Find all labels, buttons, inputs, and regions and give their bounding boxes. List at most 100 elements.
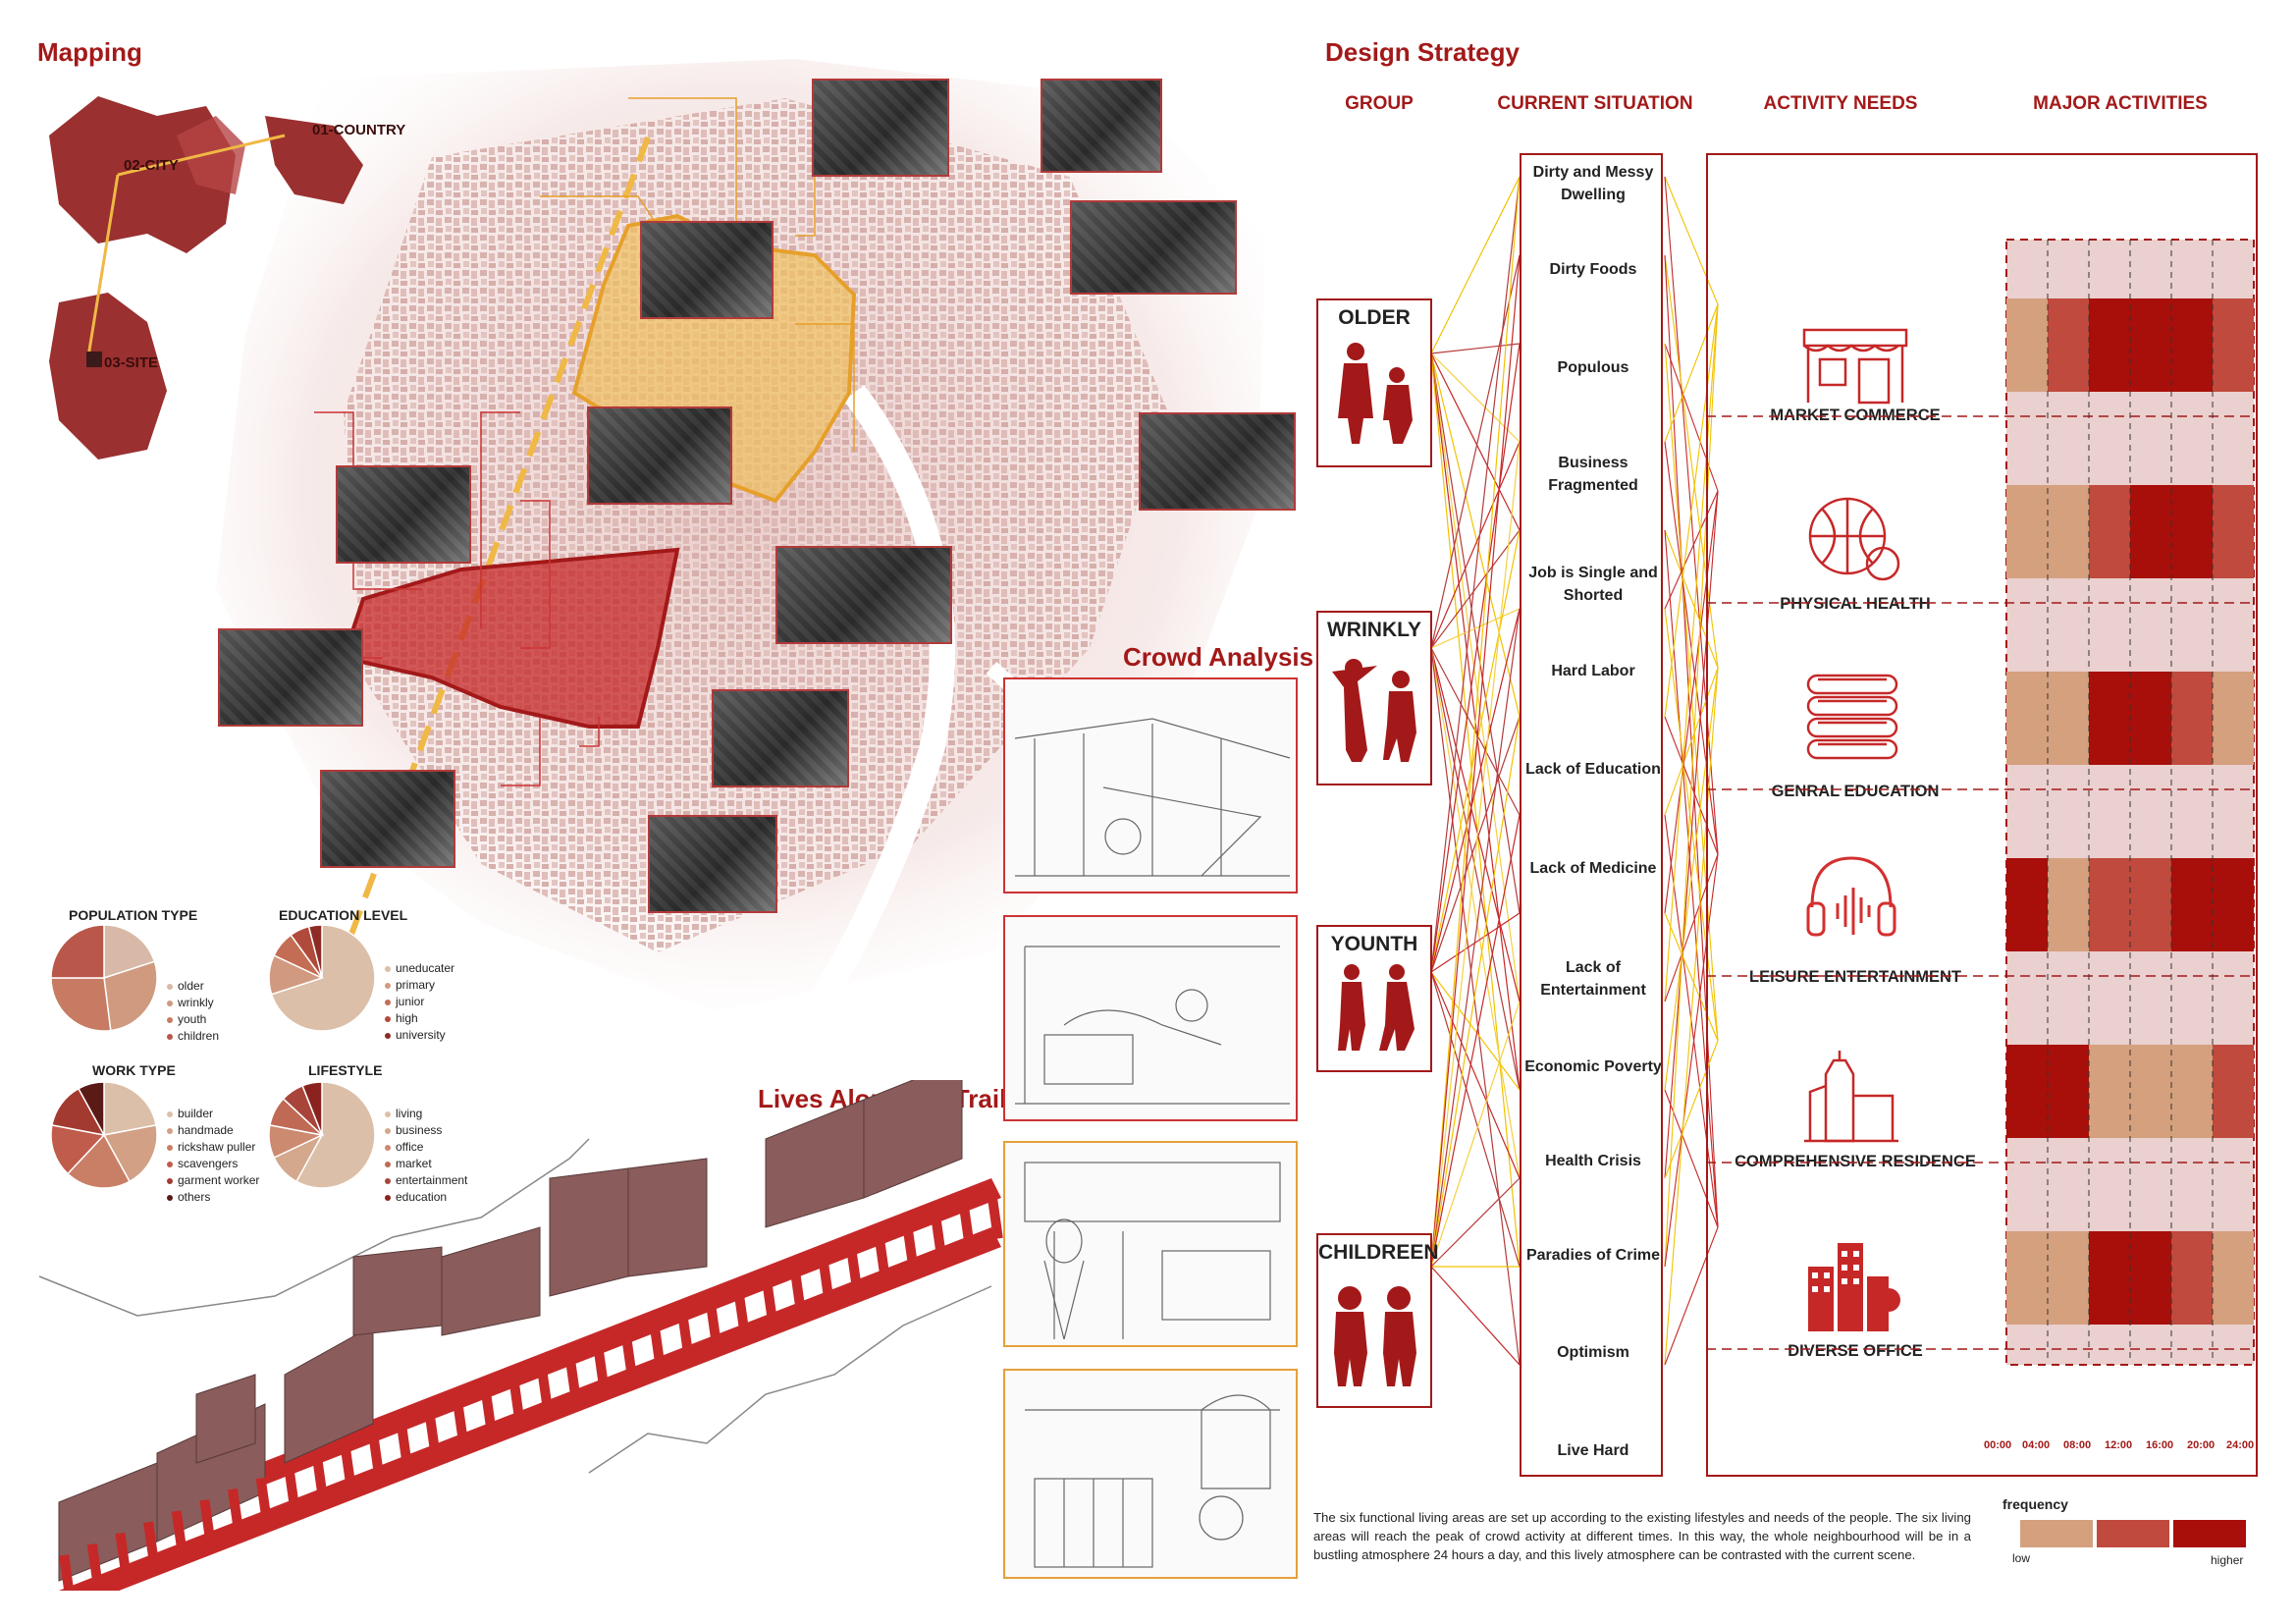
connection-line: [1430, 971, 1521, 1091]
legend-dot: [167, 1161, 173, 1167]
legend-label: garment worker: [178, 1173, 260, 1187]
books-icon: [1806, 674, 1898, 760]
connection-line: [1430, 971, 1521, 1268]
group-younth: YOUNTH: [1316, 925, 1432, 1072]
time-label: 20:00: [2187, 1439, 2216, 1451]
activity-label: PHYSICAL HEALTH: [1780, 595, 1931, 613]
pie-slice: [50, 924, 105, 979]
legend-label: others: [178, 1190, 211, 1204]
heatmap-cell: [2130, 672, 2171, 765]
track-sleeper: [987, 1191, 1003, 1240]
track-sleeper: [930, 1213, 947, 1262]
heatmap-cell: [2006, 1231, 2048, 1325]
connection-line: [1430, 254, 1521, 1268]
connection-line: [1430, 176, 1521, 1268]
situation-item: Economic Poverty: [1524, 1058, 1662, 1075]
sketch-shop-interior: [1003, 1141, 1298, 1347]
site-label: 03-SITE: [104, 354, 159, 371]
pie-slice: [294, 1081, 376, 1189]
legend-dot: [385, 1194, 391, 1201]
heatmap-cell: [2213, 298, 2254, 392]
legend-label: university: [396, 1028, 446, 1042]
situation-column-box: [1520, 153, 1663, 1477]
legend-dot: [385, 1127, 391, 1134]
track-sleeper: [311, 1455, 329, 1504]
activity-needs-box: [1706, 153, 2258, 1477]
connection-line: [1664, 1226, 1719, 1366]
legend-item: youth: [167, 1011, 219, 1028]
legend-item: children: [167, 1028, 219, 1045]
legend-label: uneducater: [396, 961, 455, 975]
track-sleeper: [143, 1521, 160, 1570]
heatmap-cell: [2006, 1045, 2048, 1138]
situation-item: Live Hard: [1557, 1442, 1629, 1459]
connection-line: [1664, 490, 1719, 914]
activity-label: DIVERSE OFFICE: [1788, 1342, 1923, 1360]
legend-item: living: [385, 1106, 467, 1122]
photo-market-interior: [812, 79, 949, 177]
column-group: GROUP: [1345, 93, 1414, 114]
situation-item: Lack of Medicine: [1529, 860, 1657, 877]
pie-title-lifestyle: LIFESTYLE: [308, 1062, 383, 1078]
location-inset-map: [49, 96, 363, 460]
legend-label: education: [396, 1190, 448, 1204]
legend-dot: [167, 1110, 173, 1117]
track-sleeper: [368, 1433, 385, 1482]
market-icon: [1802, 328, 1908, 405]
connection-line: [1430, 1177, 1521, 1268]
connection-line: [1430, 176, 1521, 354]
heatmap-cell: [2089, 298, 2130, 392]
legend-item: rickshaw puller: [167, 1139, 259, 1156]
connection-line: [1430, 647, 1521, 1091]
situation-item: Lack of Education: [1525, 761, 1661, 778]
track-sleeper: [705, 1301, 722, 1350]
track-sleeper: [789, 1268, 807, 1317]
track-sleeper: [564, 1356, 582, 1405]
track-sleeper: [255, 1477, 273, 1526]
track-sleeper: [453, 1400, 469, 1449]
legend-dot: [385, 965, 391, 972]
connection-line: [1664, 176, 1719, 305]
legend-label: children: [178, 1029, 220, 1043]
legend-item: others: [167, 1189, 259, 1206]
pie-slice: [301, 1081, 323, 1136]
heatmap-cell: [2171, 858, 2213, 951]
connection-line: [1664, 608, 1719, 1042]
connection-line: [1430, 352, 1521, 1268]
legend-dot: [385, 999, 391, 1005]
heatmap-cell: [2171, 298, 2213, 392]
track-sleeper: [593, 1345, 610, 1394]
heatmap-cell: [2213, 1231, 2254, 1325]
activity-heatmap: [1706, 239, 2258, 1366]
column-activity-needs: ACTIVITY NEEDS: [1763, 93, 1918, 114]
connection-line: [1430, 814, 1521, 1268]
situation-item: Populous: [1557, 359, 1629, 376]
connection-line: [1664, 912, 1719, 1042]
heatmap-cell: [2213, 672, 2254, 765]
heatmap-cell: [2048, 1231, 2089, 1325]
design-strategy-title: Design Strategy: [1325, 37, 1520, 67]
legend-dot: [385, 1032, 391, 1039]
country-label: 01-COUNTRY: [312, 122, 406, 138]
city-label: 02-CITY: [124, 157, 179, 174]
frequency-low-label: low: [2012, 1551, 2031, 1565]
track-sleeper: [340, 1444, 357, 1493]
legend-dot: [385, 1110, 391, 1117]
heatmap-cell: [2006, 298, 2048, 392]
connection-line: [1430, 647, 1521, 816]
legend-item: primary: [385, 977, 454, 994]
frequency-legend-title: frequency: [2002, 1496, 2068, 1512]
connection-line: [1664, 853, 1719, 1268]
track-sleeper: [115, 1532, 133, 1581]
heatmap-cell: [2171, 1231, 2213, 1325]
legend-label: junior: [396, 995, 425, 1008]
track-sleeper: [620, 1333, 638, 1382]
heatmap-cell: [2130, 858, 2171, 951]
connection-line: [1430, 971, 1521, 1179]
legend-dot: [167, 1194, 173, 1201]
legend-label: scavengers: [178, 1157, 239, 1170]
legend-item: older: [167, 978, 219, 995]
legend-item: garment worker: [167, 1172, 259, 1189]
legend-item: entertainment: [385, 1172, 467, 1189]
